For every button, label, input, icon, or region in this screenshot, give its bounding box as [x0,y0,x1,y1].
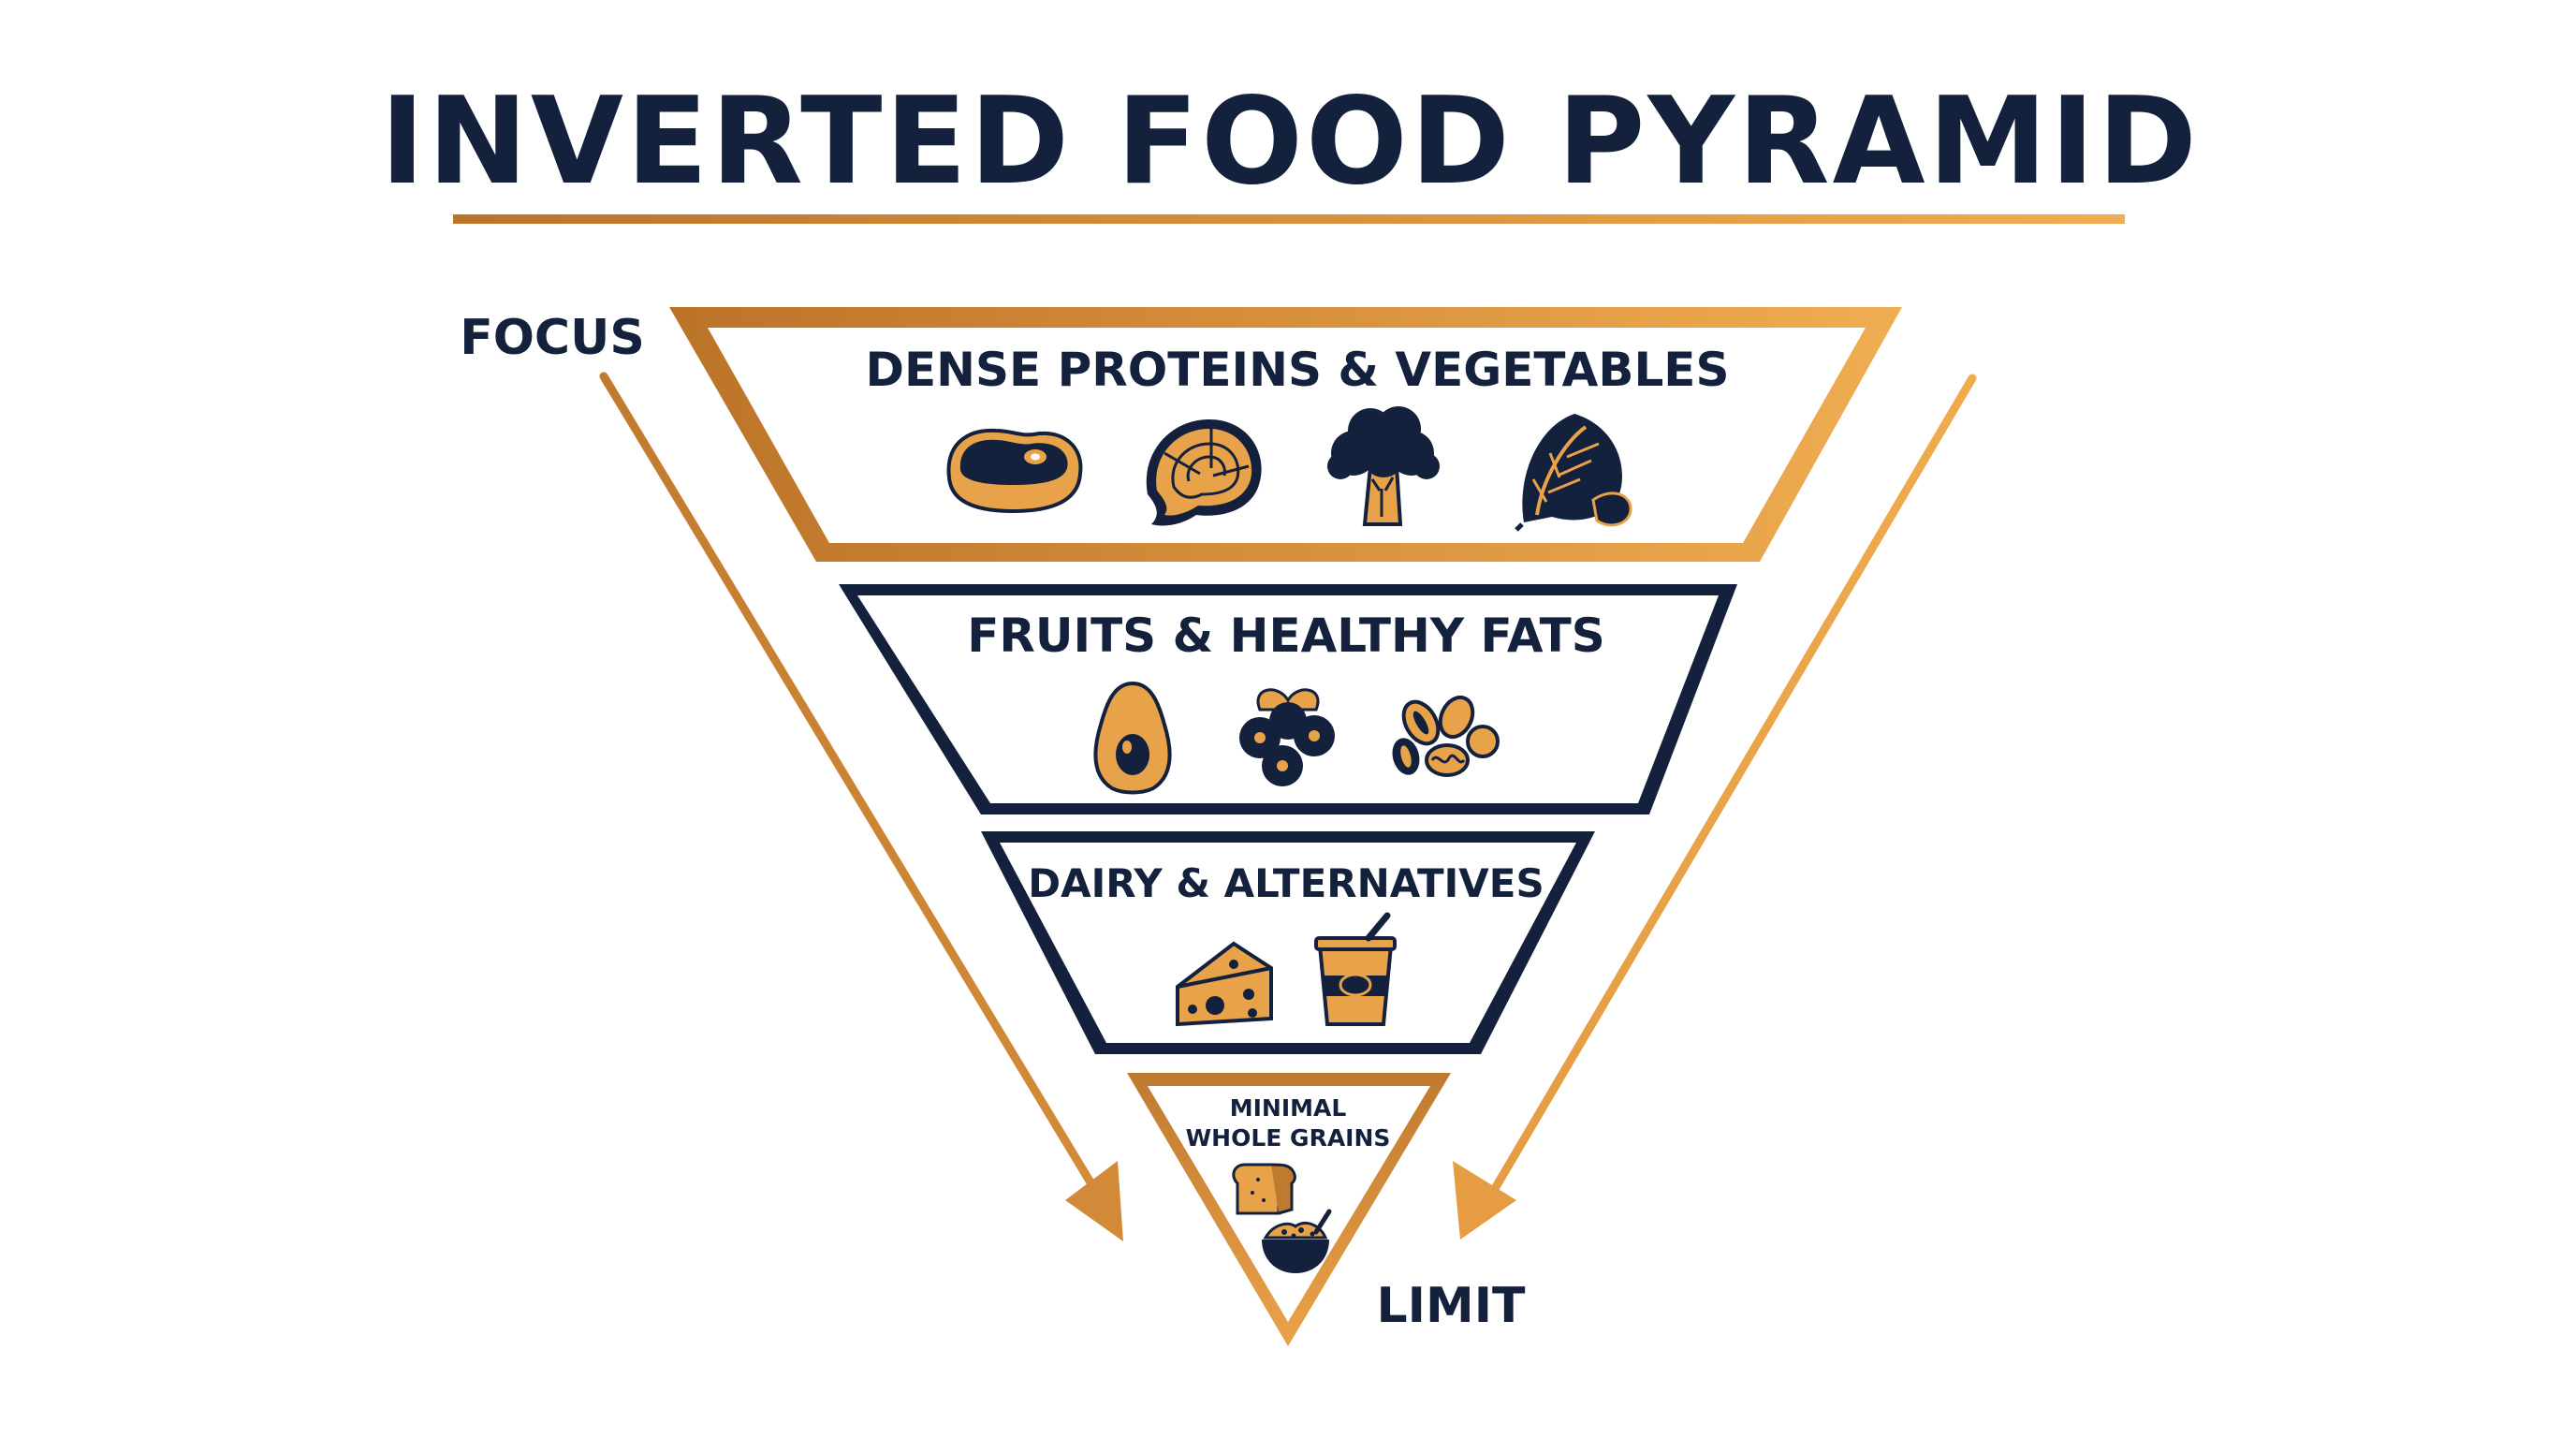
left-arrow [599,372,1123,1241]
tier-2-label: FRUITS & HEALTHY FATS [967,609,1605,663]
bread-loaf-icon [1232,1163,1296,1215]
yogurt-cup-icon [1314,912,1397,1026]
broccoli-icon [1327,406,1440,526]
tier-4-label-line1: MINIMAL [1230,1094,1347,1122]
limit-label: LIMIT [1376,1278,1526,1334]
avocado-icon [1093,681,1172,795]
tier-fruits-healthy-fats: FRUITS & HEALTHY FATS [839,584,1737,814]
page-title: INVERTED FOOD PYRAMID [380,72,2200,212]
tier-3-label: DAIRY & ALTERNATIVES [1028,860,1544,906]
tier-1-label: DENSE PROTEINS & VEGETABLES [866,343,1730,397]
nuts-icon [1392,695,1500,777]
blueberries-icon [1239,688,1335,786]
tier-dense-proteins-vegetables: DENSE PROTEINS & VEGETABLES [669,307,1902,562]
tier-dairy-alternatives: DAIRY & ALTERNATIVES [981,831,1595,1054]
tier-minimal-whole-grains: MINIMAL WHOLE GRAINS [1127,1073,1451,1346]
cheese-icon [1176,941,1273,1027]
title-underline [453,214,2125,224]
tier-4-label-line2: WHOLE GRAINS [1186,1124,1391,1152]
steak-icon [946,428,1083,514]
right-arrow [1453,374,1977,1240]
oat-bowl-icon [1262,1209,1332,1273]
salmon-icon [1146,419,1262,526]
spinach-leaf-icon [1515,414,1632,532]
focus-label: FOCUS [460,310,645,366]
